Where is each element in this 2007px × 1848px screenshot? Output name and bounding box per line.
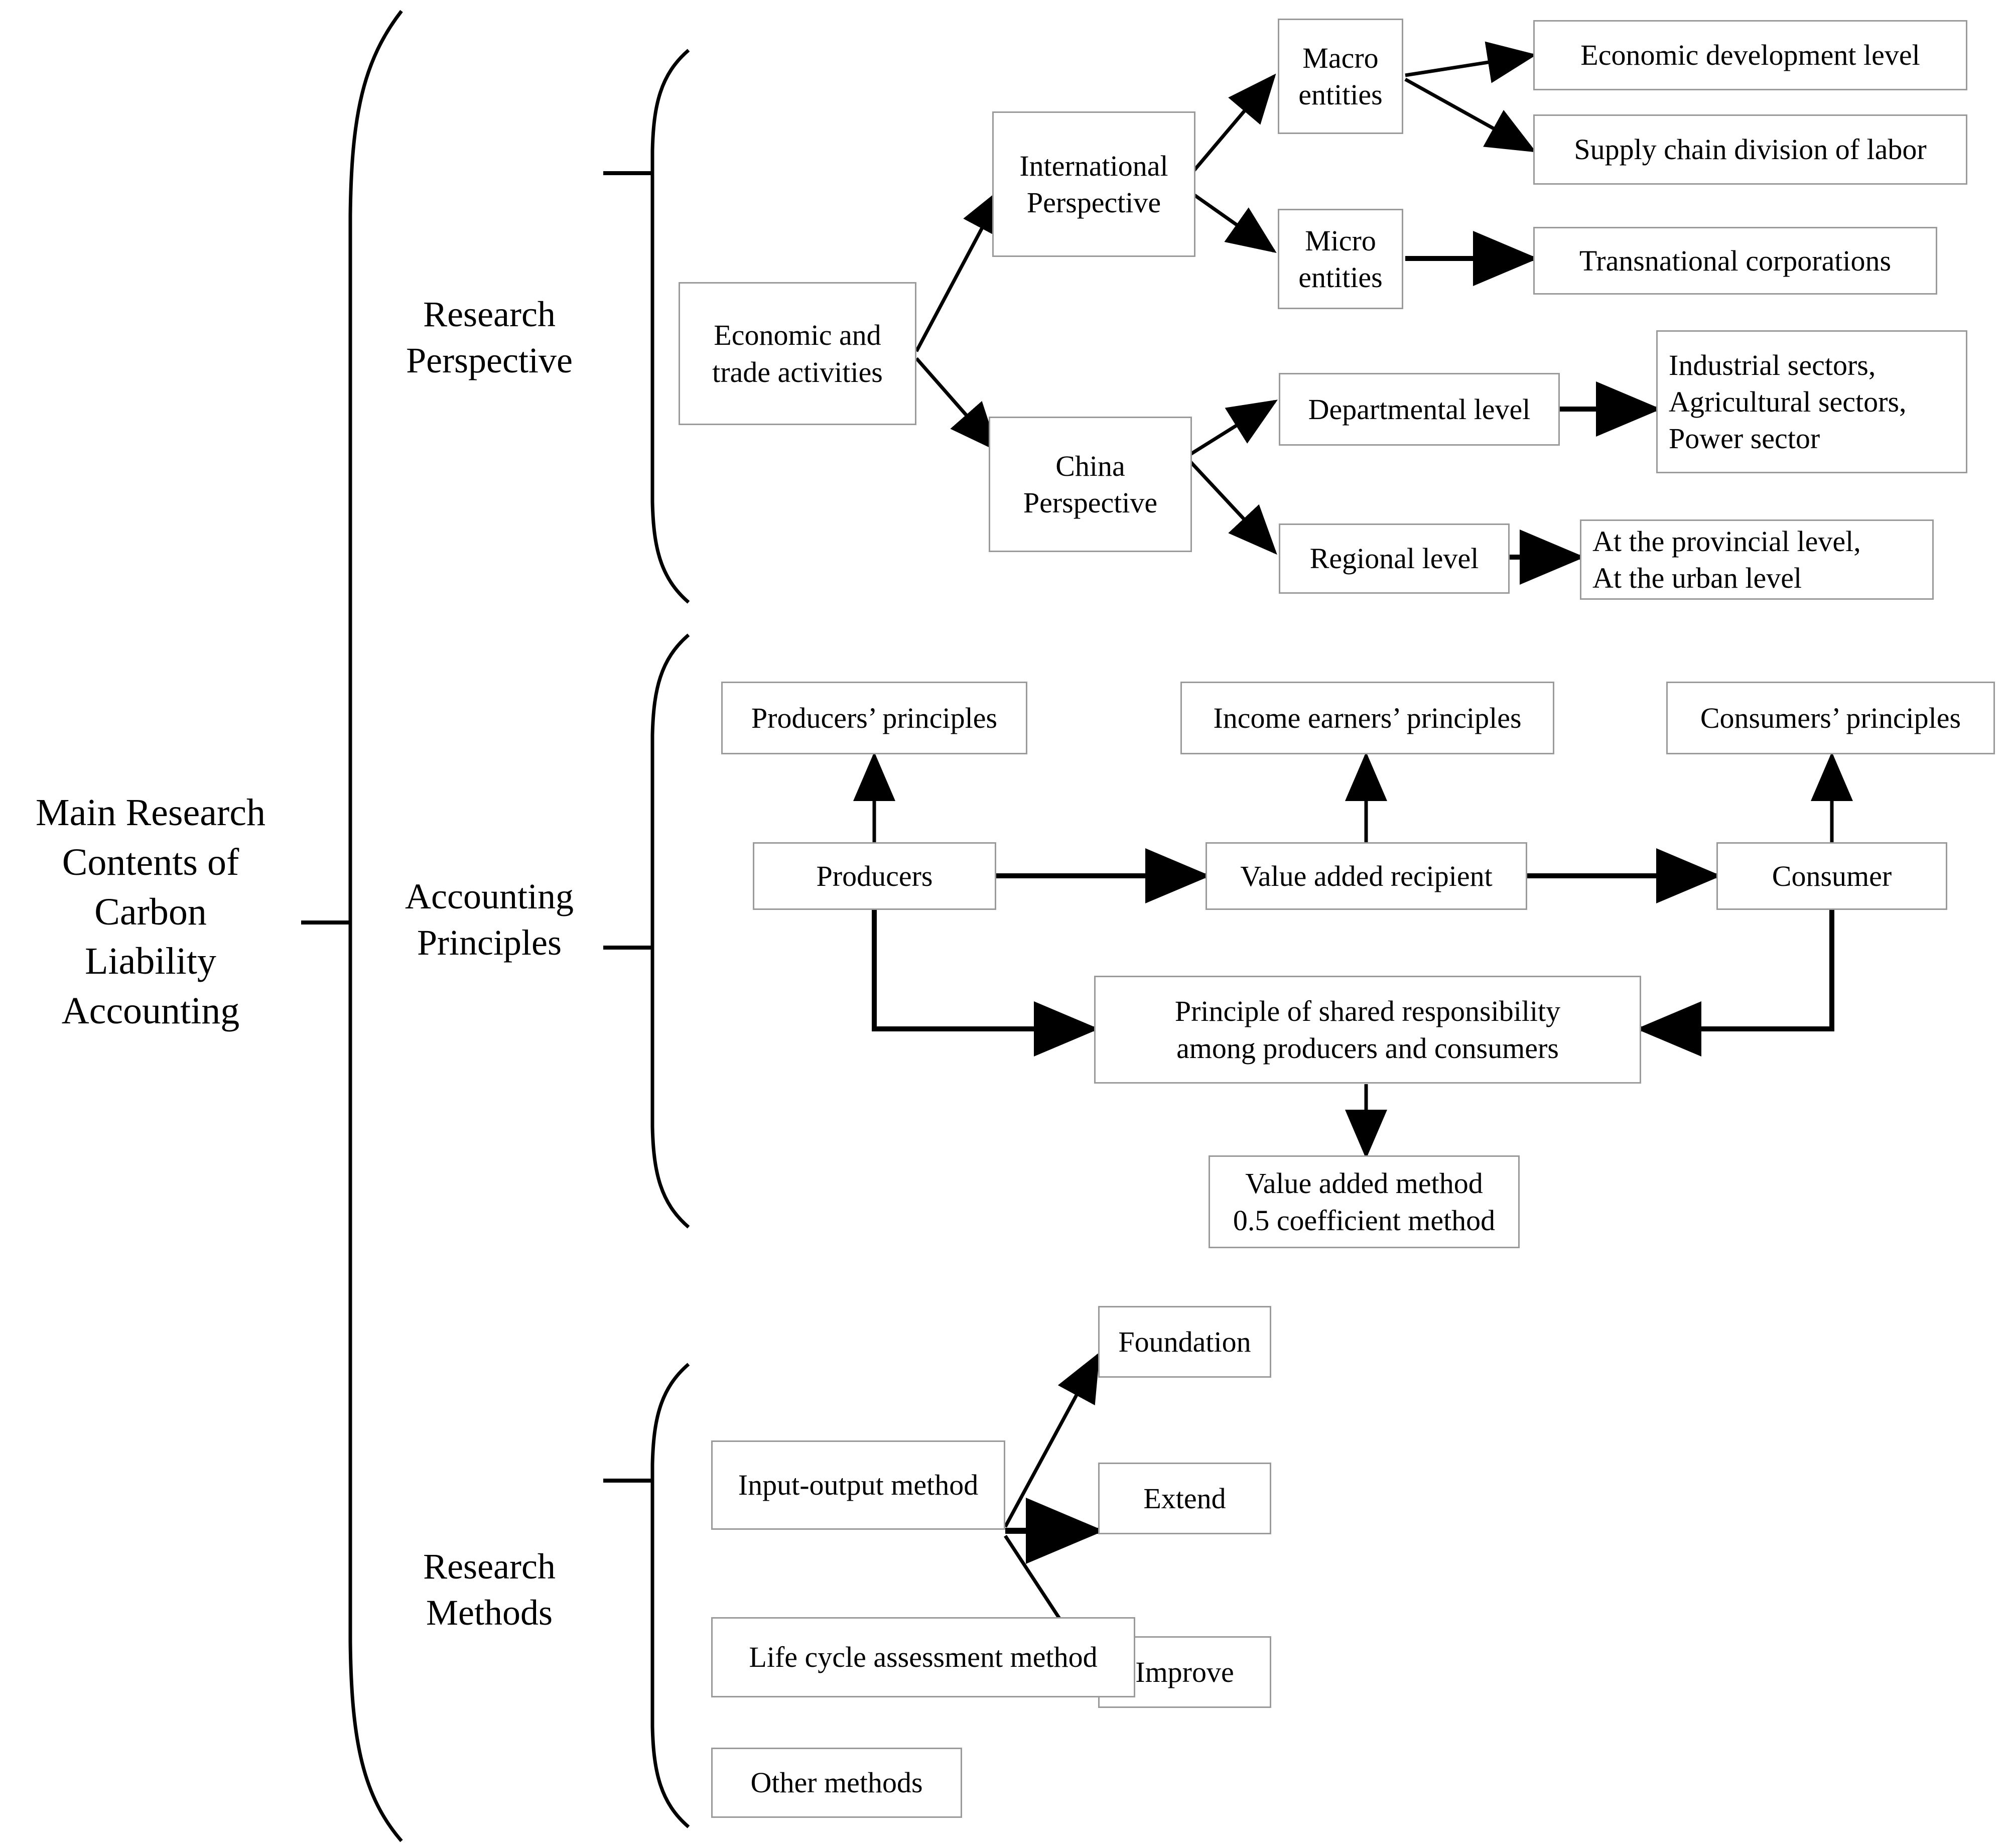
node-principle-of-shared-responsibility[interactable]: Principle of shared responsibility among…	[1094, 976, 1641, 1084]
node-international-perspective[interactable]: International Perspective	[992, 111, 1195, 257]
edge-international-to-micro	[1184, 187, 1277, 253]
edge-china-to-regional	[1189, 460, 1277, 555]
brace-accounting-principles	[650, 633, 690, 1229]
node-foundation[interactable]: Foundation	[1098, 1306, 1271, 1378]
node-life-cycle-assessment-method[interactable]: Life cycle assessment method	[711, 1617, 1135, 1697]
node-provincial-urban-levels[interactable]: At the provincial level, At the urban le…	[1580, 519, 1934, 600]
node-macro-entities[interactable]: Macro entities	[1278, 19, 1403, 134]
edge-macro-to-economic-development	[1405, 41, 1537, 83]
branch-label-accounting-principles: Accounting Principles	[405, 876, 574, 963]
node-consumers-principles[interactable]: Consumers’ principles	[1666, 682, 1995, 754]
edge-macro-to-supply-chain	[1404, 77, 1537, 153]
edge-economic-to-china	[915, 357, 999, 452]
node-income-earners-principles[interactable]: Income earners’ principles	[1180, 682, 1554, 754]
edge-consumer-to-shared	[1636, 901, 1834, 1057]
node-extend[interactable]: Extend	[1098, 1463, 1271, 1534]
edge-producers-to-shared	[872, 901, 1099, 1057]
node-economic-and-trade-activities[interactable]: Economic and trade activities	[679, 282, 916, 425]
node-industrial-agricultural-power-sectors[interactable]: Industrial sectors, Agricultural sectors…	[1656, 330, 1967, 473]
node-china-perspective[interactable]: China Perspective	[989, 417, 1192, 552]
brace-research-methods	[650, 1363, 690, 1828]
node-producers[interactable]: Producers	[753, 842, 996, 910]
branch-label-research-perspective: Research Perspective	[406, 294, 573, 381]
node-regional-level[interactable]: Regional level	[1279, 523, 1510, 594]
node-micro-entities[interactable]: Micro entities	[1278, 209, 1403, 309]
node-value-added-method[interactable]: Value added method 0.5 coefficient metho…	[1209, 1155, 1520, 1248]
branch-label-research-methods: Research Methods	[423, 1546, 556, 1633]
node-input-output-method[interactable]: Input-output method	[711, 1440, 1005, 1530]
node-economic-development-level[interactable]: Economic development level	[1533, 20, 1967, 90]
node-consumer[interactable]: Consumer	[1716, 842, 1947, 910]
node-transnational-corporations[interactable]: Transnational corporations	[1533, 227, 1937, 295]
node-producers-principles[interactable]: Producers’ principles	[721, 682, 1027, 754]
node-departmental-level[interactable]: Departmental level	[1279, 373, 1560, 446]
node-supply-chain-division-of-labor[interactable]: Supply chain division of labor	[1533, 114, 1967, 185]
edge-input-output-to-foundation	[1003, 1352, 1100, 1528]
edge-economic-to-international	[914, 185, 1005, 352]
edge-china-to-departmental	[1189, 400, 1278, 456]
node-value-added-recipient[interactable]: Value added recipient	[1206, 842, 1527, 910]
root-label: Main Research Contents of Carbon Liabili…	[36, 791, 265, 1032]
edge-international-to-macro	[1184, 73, 1276, 182]
node-other-methods[interactable]: Other methods	[711, 1748, 962, 1818]
